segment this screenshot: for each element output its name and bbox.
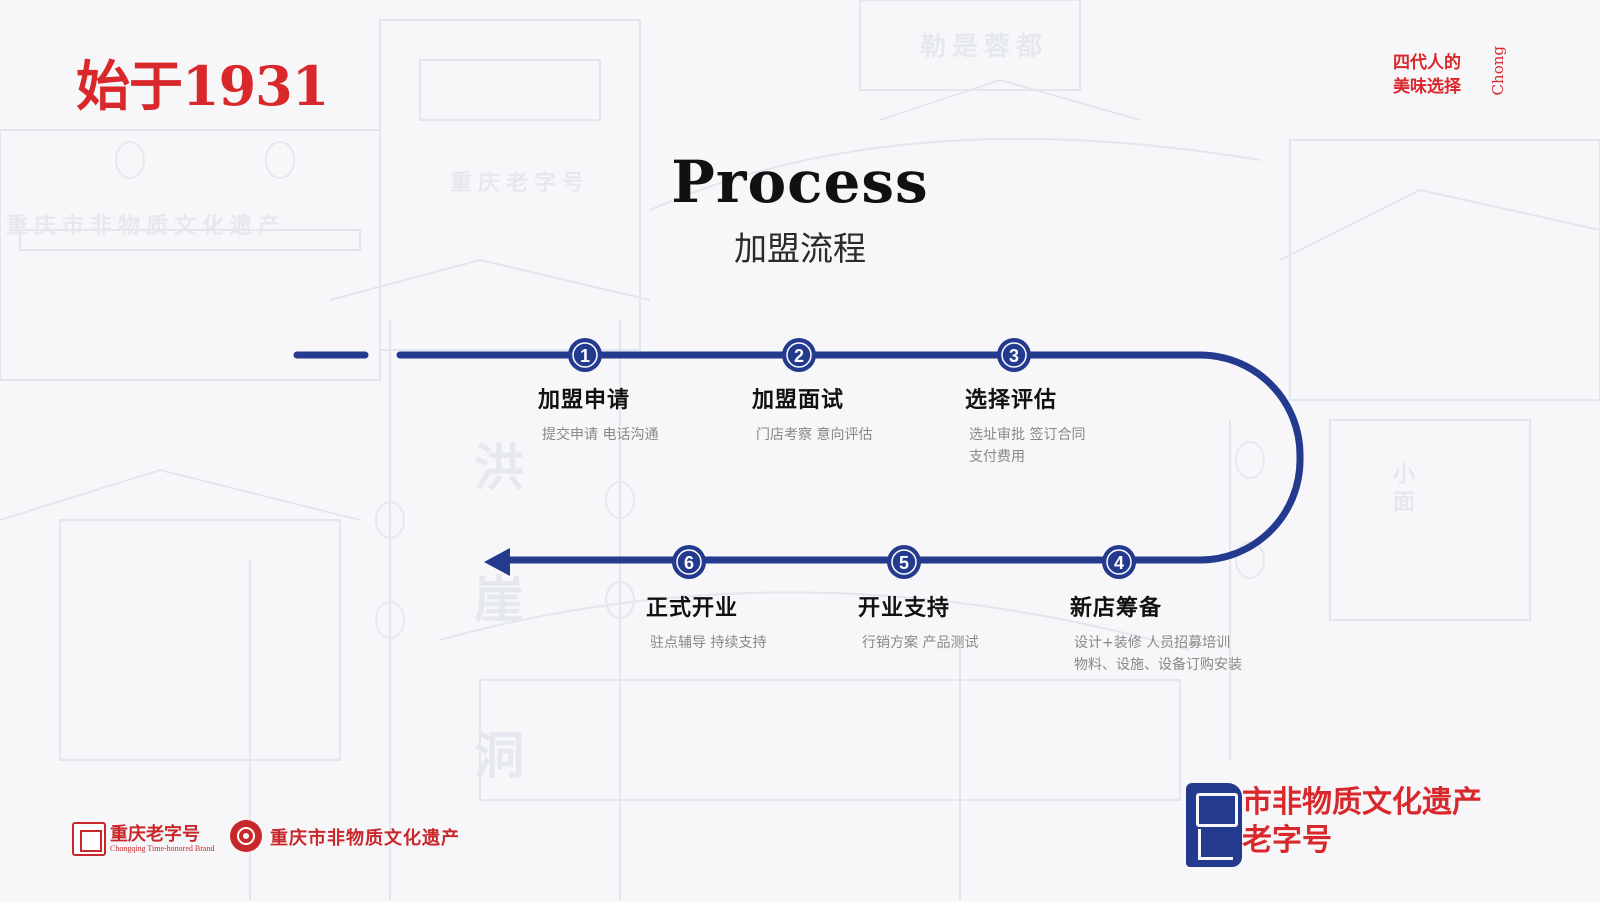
step-number: 6: [684, 553, 694, 573]
step-4: 新店筹备 设计+装修 人员招募培训 物料、设施、设备订购安装: [1070, 590, 1330, 676]
step-5: 开业支持 行销方案 产品测试: [858, 590, 1118, 654]
background-sign-3: 重庆市非物质文化遗产: [6, 213, 287, 239]
brand-title: 始于1931: [76, 54, 329, 118]
heritage-line-1: 市非物质文化遗产: [1242, 785, 1482, 820]
logo-a-name: 重庆老字号: [110, 824, 200, 845]
step-title: 加盟申请: [538, 387, 631, 413]
step-marker-1: 1: [568, 338, 602, 372]
step-title: 加盟面试: [752, 387, 845, 413]
time-honored-brand-logo: 重庆老字号 Chongqing Time-honored Brand: [72, 818, 215, 858]
step-description: 选址审批 签订合同 支付费用: [965, 424, 1225, 468]
background-sign-4: 洪: [474, 438, 530, 497]
step-description: 驻点辅导 持续支持: [646, 632, 906, 654]
slogan-line-2: 美味选择: [1393, 77, 1461, 97]
background-sign-1: 勒是蓉都: [920, 32, 1049, 62]
step-desc-line: 提交申请 电话沟通: [542, 427, 659, 443]
logo-b-name: 重庆市非物质文化遗产: [270, 828, 460, 849]
step-title: 选择评估: [965, 387, 1058, 413]
step-description: 提交申请 电话沟通: [538, 424, 798, 446]
step-desc-line: 选址审批 签订合同: [969, 427, 1086, 443]
heritage-badge: 市非物质文化遗产 老字号: [1186, 783, 1526, 868]
step-number: 5: [899, 553, 909, 573]
step-description: 行销方案 产品测试: [858, 632, 1118, 654]
step-marker-3: 3: [997, 338, 1031, 372]
step-title: 开业支持: [858, 595, 951, 621]
step-desc-line: 支付费用: [969, 449, 1025, 465]
background-sign-6: 洞: [474, 726, 530, 785]
page-subtitle: 加盟流程: [734, 229, 866, 268]
chongqing-seal-icon: [1186, 783, 1242, 867]
slogan-line-1: 四代人的: [1393, 53, 1461, 73]
footer-logos: 重庆老字号 Chongqing Time-honored Brand 重庆市非物…: [72, 818, 472, 858]
background-sign-7: 小面: [1389, 462, 1415, 518]
emblem-icon: [230, 820, 262, 852]
slogan-logo: 四代人的 美味选择 Chong: [1393, 46, 1523, 116]
step-title: 正式开业: [646, 595, 739, 621]
step-marker-2: 2: [782, 338, 816, 372]
arrow-head-icon: [484, 548, 510, 576]
step-desc-line: 驻点辅导 持续支持: [650, 635, 767, 651]
heritage-line-2: 老字号: [1242, 823, 1332, 858]
step-number: 3: [1009, 346, 1019, 366]
intangible-heritage-logo: 重庆市非物质文化遗产: [230, 818, 470, 858]
logo-a-subtitle: Chongqing Time-honored Brand: [110, 844, 215, 853]
step-desc-line: 物料、设施、设备订购安装: [1074, 657, 1242, 673]
path-line: [396, 351, 1304, 564]
step-marker-6: 6: [672, 545, 706, 579]
page-title: Process: [671, 148, 929, 216]
step-number: 4: [1114, 553, 1124, 573]
step-description: 门店考察 意向评估: [752, 424, 1012, 446]
step-2: 加盟面试 门店考察 意向评估: [752, 382, 1012, 446]
step-desc-line: 行销方案 产品测试: [862, 635, 979, 651]
step-number: 2: [794, 346, 804, 366]
step-marker-5: 5: [887, 545, 921, 579]
step-3: 选择评估 选址审批 签订合同 支付费用: [965, 382, 1225, 468]
step-6: 正式开业 驻点辅导 持续支持: [646, 590, 906, 654]
step-description: 设计+装修 人员招募培训 物料、设施、设备订购安装: [1070, 632, 1330, 676]
seal-icon: [72, 822, 106, 856]
step-number: 1: [580, 346, 590, 366]
background-sign-5: 崖: [474, 570, 530, 629]
step-desc-line: 设计+装修 人员招募培训: [1074, 635, 1231, 651]
step-title: 新店筹备: [1070, 595, 1163, 621]
step-desc-line: 门店考察 意向评估: [756, 427, 873, 443]
step-marker-4: 4: [1102, 545, 1136, 579]
background-sign-2: 重庆老字号: [450, 170, 591, 196]
step-1: 加盟申请 提交申请 电话沟通: [538, 382, 798, 446]
